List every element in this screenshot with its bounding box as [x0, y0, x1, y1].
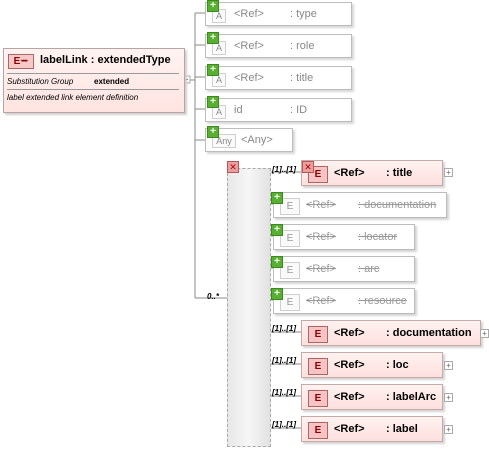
child-name: : resource — [358, 295, 407, 307]
expand-plus-icon[interactable]: + — [207, 64, 219, 76]
child-name: : loc — [386, 359, 409, 371]
choice-close-icon[interactable]: ✕ — [227, 161, 239, 173]
expand-icon[interactable]: + — [444, 393, 453, 402]
choice-group-bar — [227, 168, 271, 447]
child-element-loc[interactable]: E <Ref> : loc — [301, 352, 443, 378]
sequence-cardinality: 0..* — [207, 292, 220, 301]
element-title: labelLink : extendedType — [40, 54, 171, 66]
attribute-icon: A — [212, 73, 226, 87]
child-element-resource[interactable]: E <Ref> : resource — [273, 288, 415, 314]
expand-icon[interactable]: + — [444, 361, 453, 370]
child-ref: <Ref> — [306, 231, 336, 243]
expand-plus-icon[interactable]: + — [207, 126, 219, 138]
child-cardinality: [1]..[1] — [272, 388, 296, 397]
child-element-label[interactable]: E <Ref> : label — [301, 416, 443, 442]
attribute-name: : title — [290, 72, 314, 84]
attribute-role[interactable]: A <Ref> : role — [205, 34, 352, 58]
attribute-ref: <Ref> — [234, 8, 264, 20]
attribute-icon: A — [212, 9, 226, 23]
element-icon: E — [308, 422, 328, 439]
child-ref: <Ref> — [334, 327, 365, 339]
expand-icon[interactable]: + — [444, 425, 453, 434]
expand-plus-icon[interactable]: + — [271, 256, 283, 268]
element-icon: E — [280, 198, 300, 215]
element-badge-icon: E━ — [8, 54, 34, 69]
element-header: E━ labelLink : extendedType — [4, 49, 184, 71]
attribute-type[interactable]: A <Ref> : type — [205, 2, 352, 26]
child-element-title[interactable]: E <Ref> : title — [301, 160, 443, 186]
expand-plus-icon[interactable]: + — [271, 224, 283, 236]
attribute-title[interactable]: A <Ref> : title — [205, 66, 352, 90]
child-name: : arc — [358, 263, 380, 275]
child-ref: <Ref> — [334, 391, 365, 403]
element-description: label extended link element definition — [7, 89, 179, 102]
attribute-ref: <Ref> — [234, 40, 264, 52]
child-element-arc[interactable]: E <Ref> : arc — [273, 256, 415, 282]
attribute-name: : role — [290, 40, 315, 52]
child-element-documentation-deprecated[interactable]: E <Ref> : documentation — [273, 192, 447, 218]
child-cardinality: [1]..[1] — [272, 420, 296, 429]
child-ref: <Ref> — [334, 167, 365, 179]
child-cardinality: [1]..[1] — [272, 165, 296, 174]
attribute-icon: A — [212, 41, 226, 55]
element-icon: E — [280, 294, 300, 311]
child-name: : documentation — [386, 327, 472, 339]
substitution-group-value: extended — [94, 77, 130, 86]
expand-icon[interactable]: + — [480, 329, 489, 338]
child-cardinality: [1]..[1] — [272, 356, 296, 365]
child-cardinality: [1]..[1] — [272, 324, 296, 333]
expand-plus-icon[interactable]: + — [207, 96, 219, 108]
attribute-id[interactable]: A id : ID — [205, 98, 352, 122]
child-ref: <Ref> — [334, 423, 365, 435]
expand-plus-icon[interactable]: + — [271, 288, 283, 300]
substitution-group-label: Substitution Group — [7, 77, 74, 86]
element-icon: E — [280, 262, 300, 279]
child-name: : label — [386, 423, 418, 435]
child-element-labelarc[interactable]: E <Ref> : labelArc — [301, 384, 443, 410]
attribute-icon: A — [212, 105, 226, 119]
child-name: : title — [386, 167, 413, 179]
attribute-name: : type — [290, 8, 317, 20]
child-name: : locator — [358, 231, 398, 243]
child-name: : documentation — [358, 199, 437, 211]
child-ref: <Ref> — [334, 359, 365, 371]
element-icon: E — [280, 230, 300, 247]
labellink-element-box[interactable]: E━ labelLink : extendedType Substitution… — [3, 48, 185, 113]
expand-plus-icon[interactable]: + — [207, 0, 219, 12]
child-name: : labelArc — [386, 391, 437, 403]
child-ref: <Ref> — [306, 263, 336, 275]
child-element-documentation[interactable]: E <Ref> : documentation — [301, 320, 481, 346]
child-element-locator[interactable]: E <Ref> : locator — [273, 224, 415, 250]
expand-plus-icon[interactable]: + — [271, 192, 283, 204]
child-ref: <Ref> — [306, 199, 336, 211]
element-icon: E — [308, 326, 328, 343]
attribute-ref: id — [234, 104, 243, 116]
any-label: <Any> — [241, 134, 273, 146]
expand-plus-icon[interactable]: + — [207, 32, 219, 44]
attribute-ref: <Ref> — [234, 72, 264, 84]
element-icon: E — [308, 358, 328, 375]
attribute-name: : ID — [290, 104, 308, 116]
expand-icon[interactable]: + — [444, 168, 453, 177]
any-attribute-box[interactable]: Any <Any> — [205, 128, 293, 152]
substitution-group-row: Substitution Group extended — [7, 73, 179, 89]
child-ref: <Ref> — [306, 295, 336, 307]
remove-icon[interactable]: ✕ — [302, 161, 314, 173]
element-icon: E — [308, 390, 328, 407]
